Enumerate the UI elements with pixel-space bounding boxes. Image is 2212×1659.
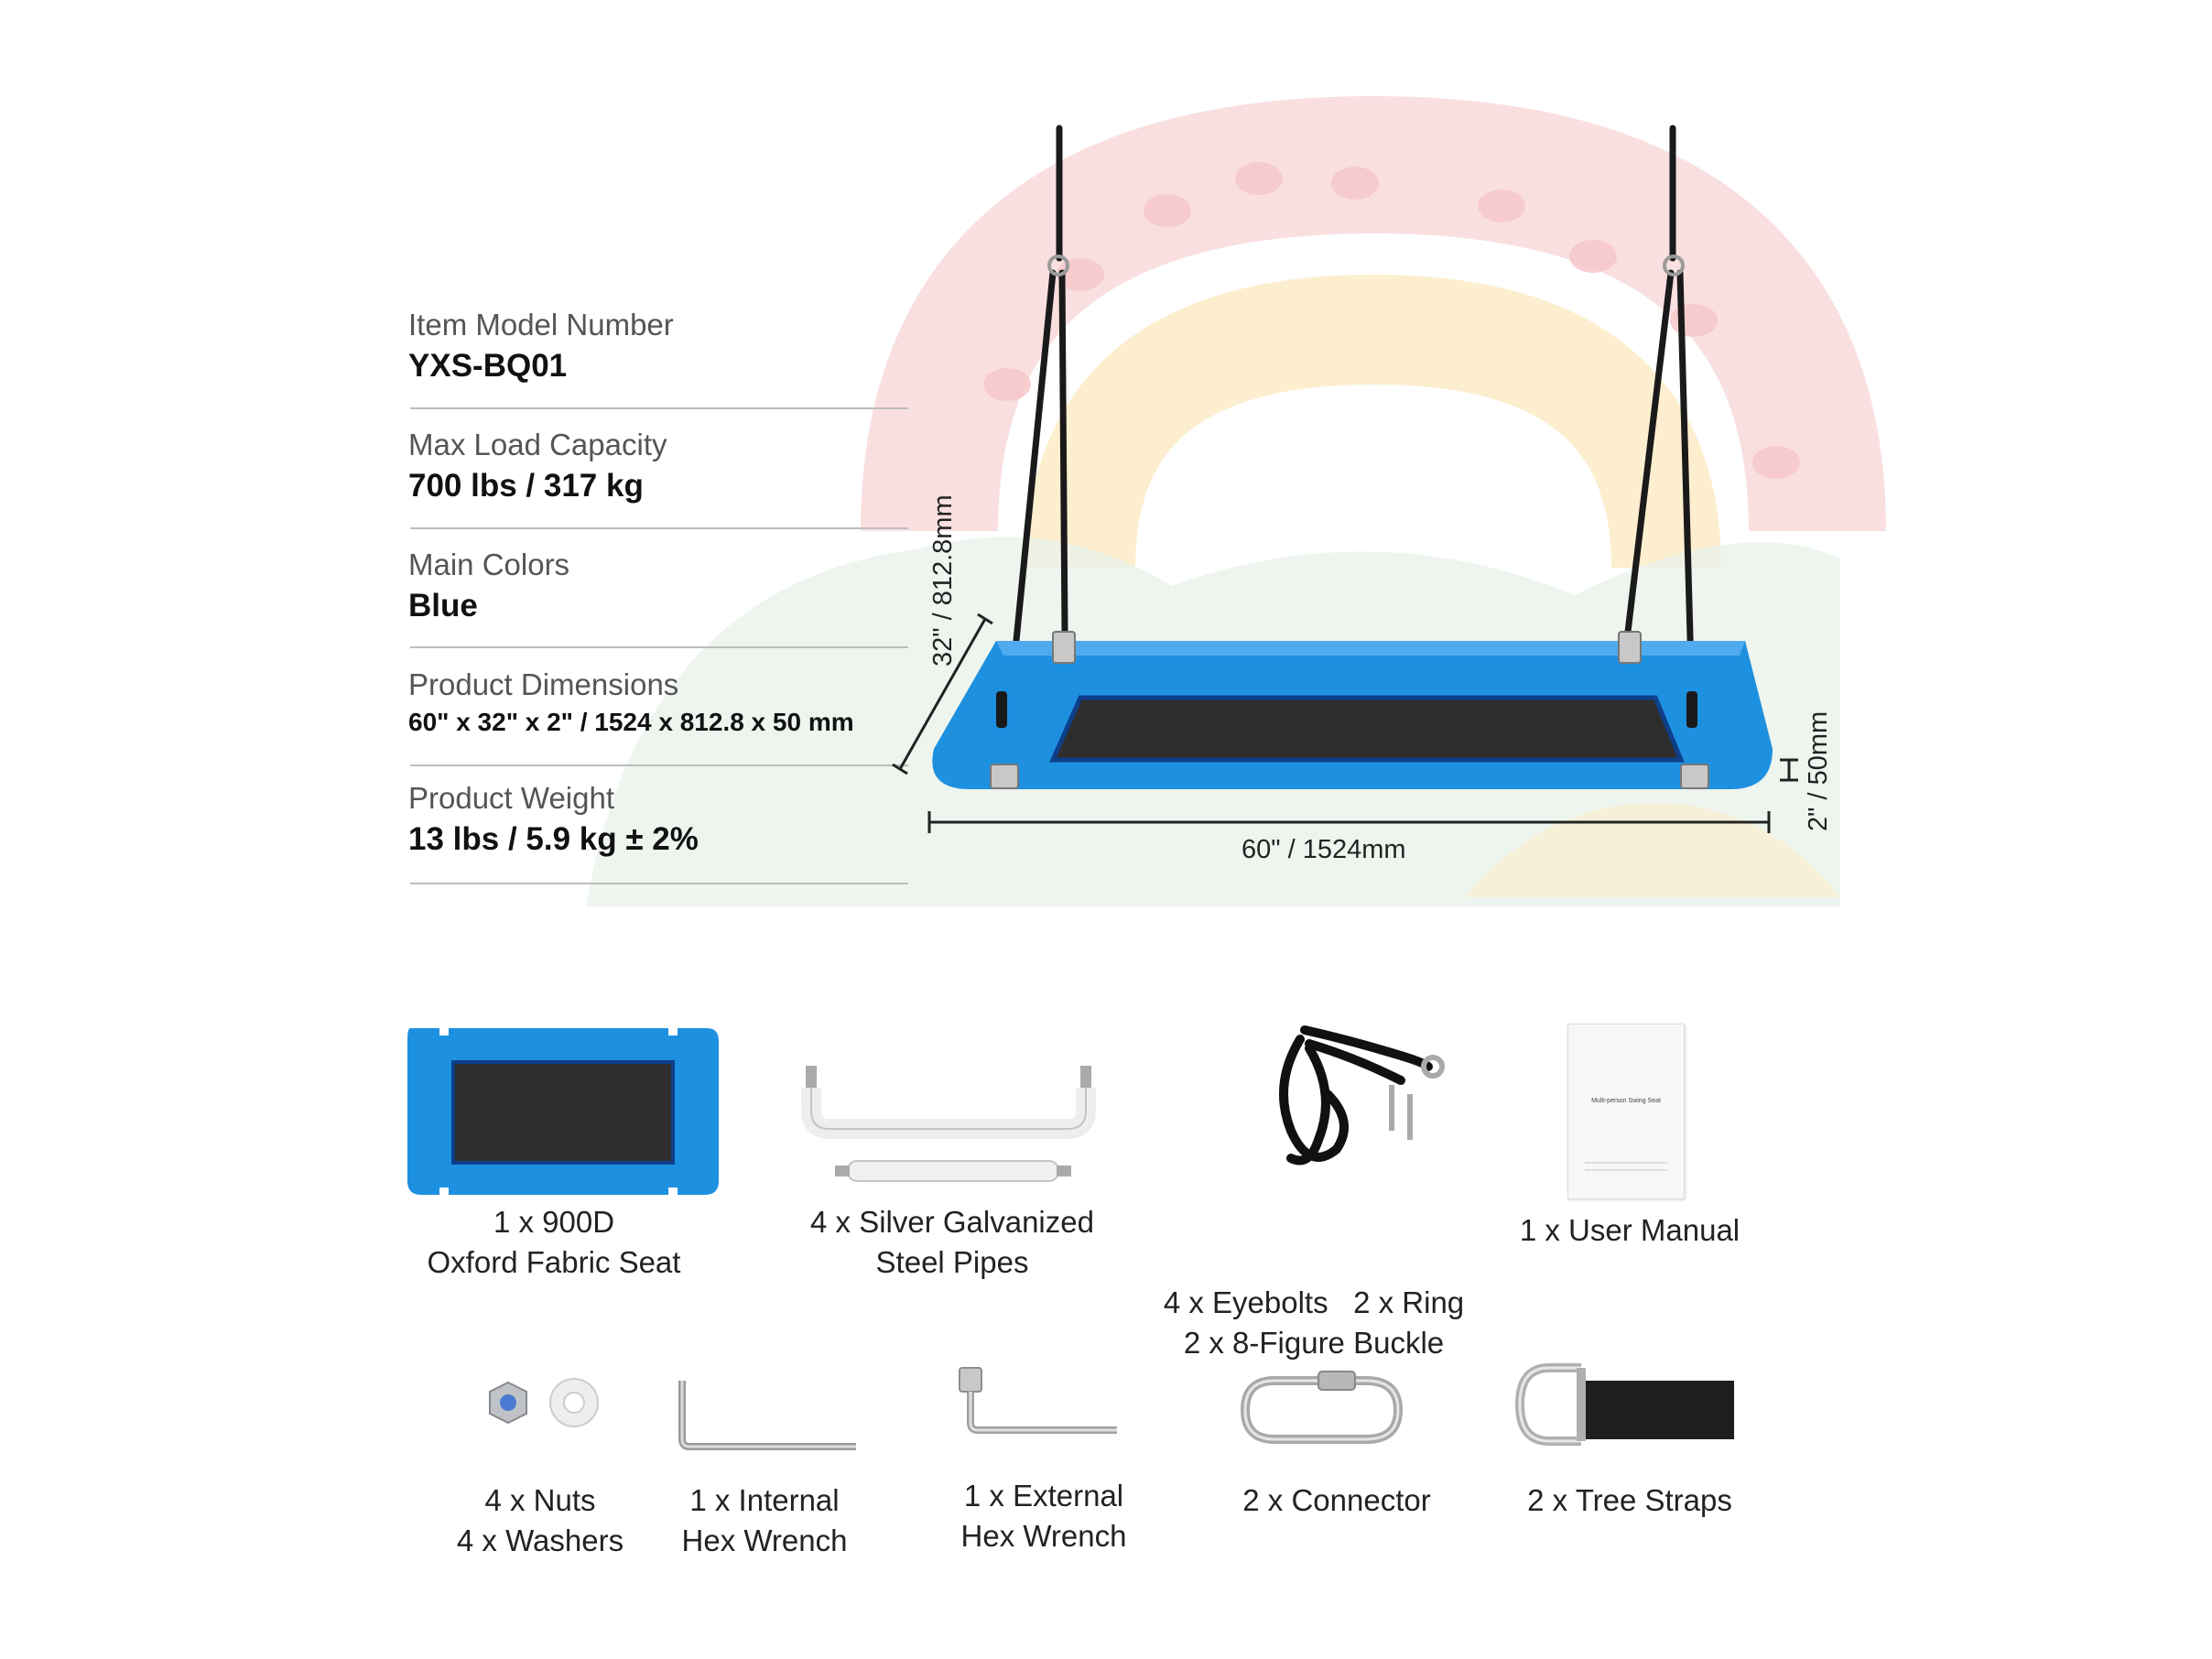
spec-load: Max Load Capacity 700 lbs / 317 kg [408,428,910,504]
fabric-seat-image [407,1021,719,1202]
height-dimension-label: 2" / 50mm [1804,710,1833,831]
spec-dimensions: Product Dimensions 60" x 32" x 2" / 1524… [408,667,910,737]
manual-title: Multi-person Swing Seat [1591,1098,1661,1104]
user-manual-image: Multi-person Swing Seat [1567,1024,1685,1199]
spec-value: YXS-BQ01 [408,348,568,384]
spec-label: Product Weight [408,781,615,815]
part-caption: 1 x User Manual [1519,1213,1740,1247]
spec-value: 700 lbs / 317 kg [408,468,644,504]
spec-value: 60" x 32" x 2" / 1524 x 812.8 x 50 mm [408,708,854,736]
spec-value: Blue [408,588,478,623]
divider [410,883,908,884]
internal-hex-wrench-image [678,1381,856,1450]
spec-label: Max Load Capacity [408,428,667,461]
part-caption: 2 x Tree Straps [1527,1483,1732,1517]
depth-dimension-label: 32" / 812.8mm [928,494,958,667]
divider [410,764,908,766]
width-dimension-label: 60" / 1524mm [1242,835,1406,864]
external-hex-wrench-image [959,1367,1117,1434]
spec-label: Main Colors [408,548,570,581]
spec-weight: Product Weight 13 lbs / 5.9 kg ± 2% [408,781,910,858]
spec-value: 13 lbs / 5.9 kg ± 2% [408,821,699,857]
spec-label: Product Dimensions [408,667,679,701]
rope-eyebolts-image [1279,1025,1445,1166]
connector-carabiner-image [1240,1371,1404,1444]
divider [410,527,908,529]
spec-model: Item Model Number YXS-BQ01 [408,308,910,385]
nuts-washers-image [489,1378,599,1427]
divider [410,407,908,409]
spec-colors: Main Colors Blue [408,548,910,624]
divider [410,646,908,648]
tree-straps-image [1514,1363,1734,1446]
steel-pipes-image [801,1066,1096,1182]
spec-label: Item Model Number [408,308,674,342]
part-caption: 2 x Connector [1242,1483,1431,1517]
